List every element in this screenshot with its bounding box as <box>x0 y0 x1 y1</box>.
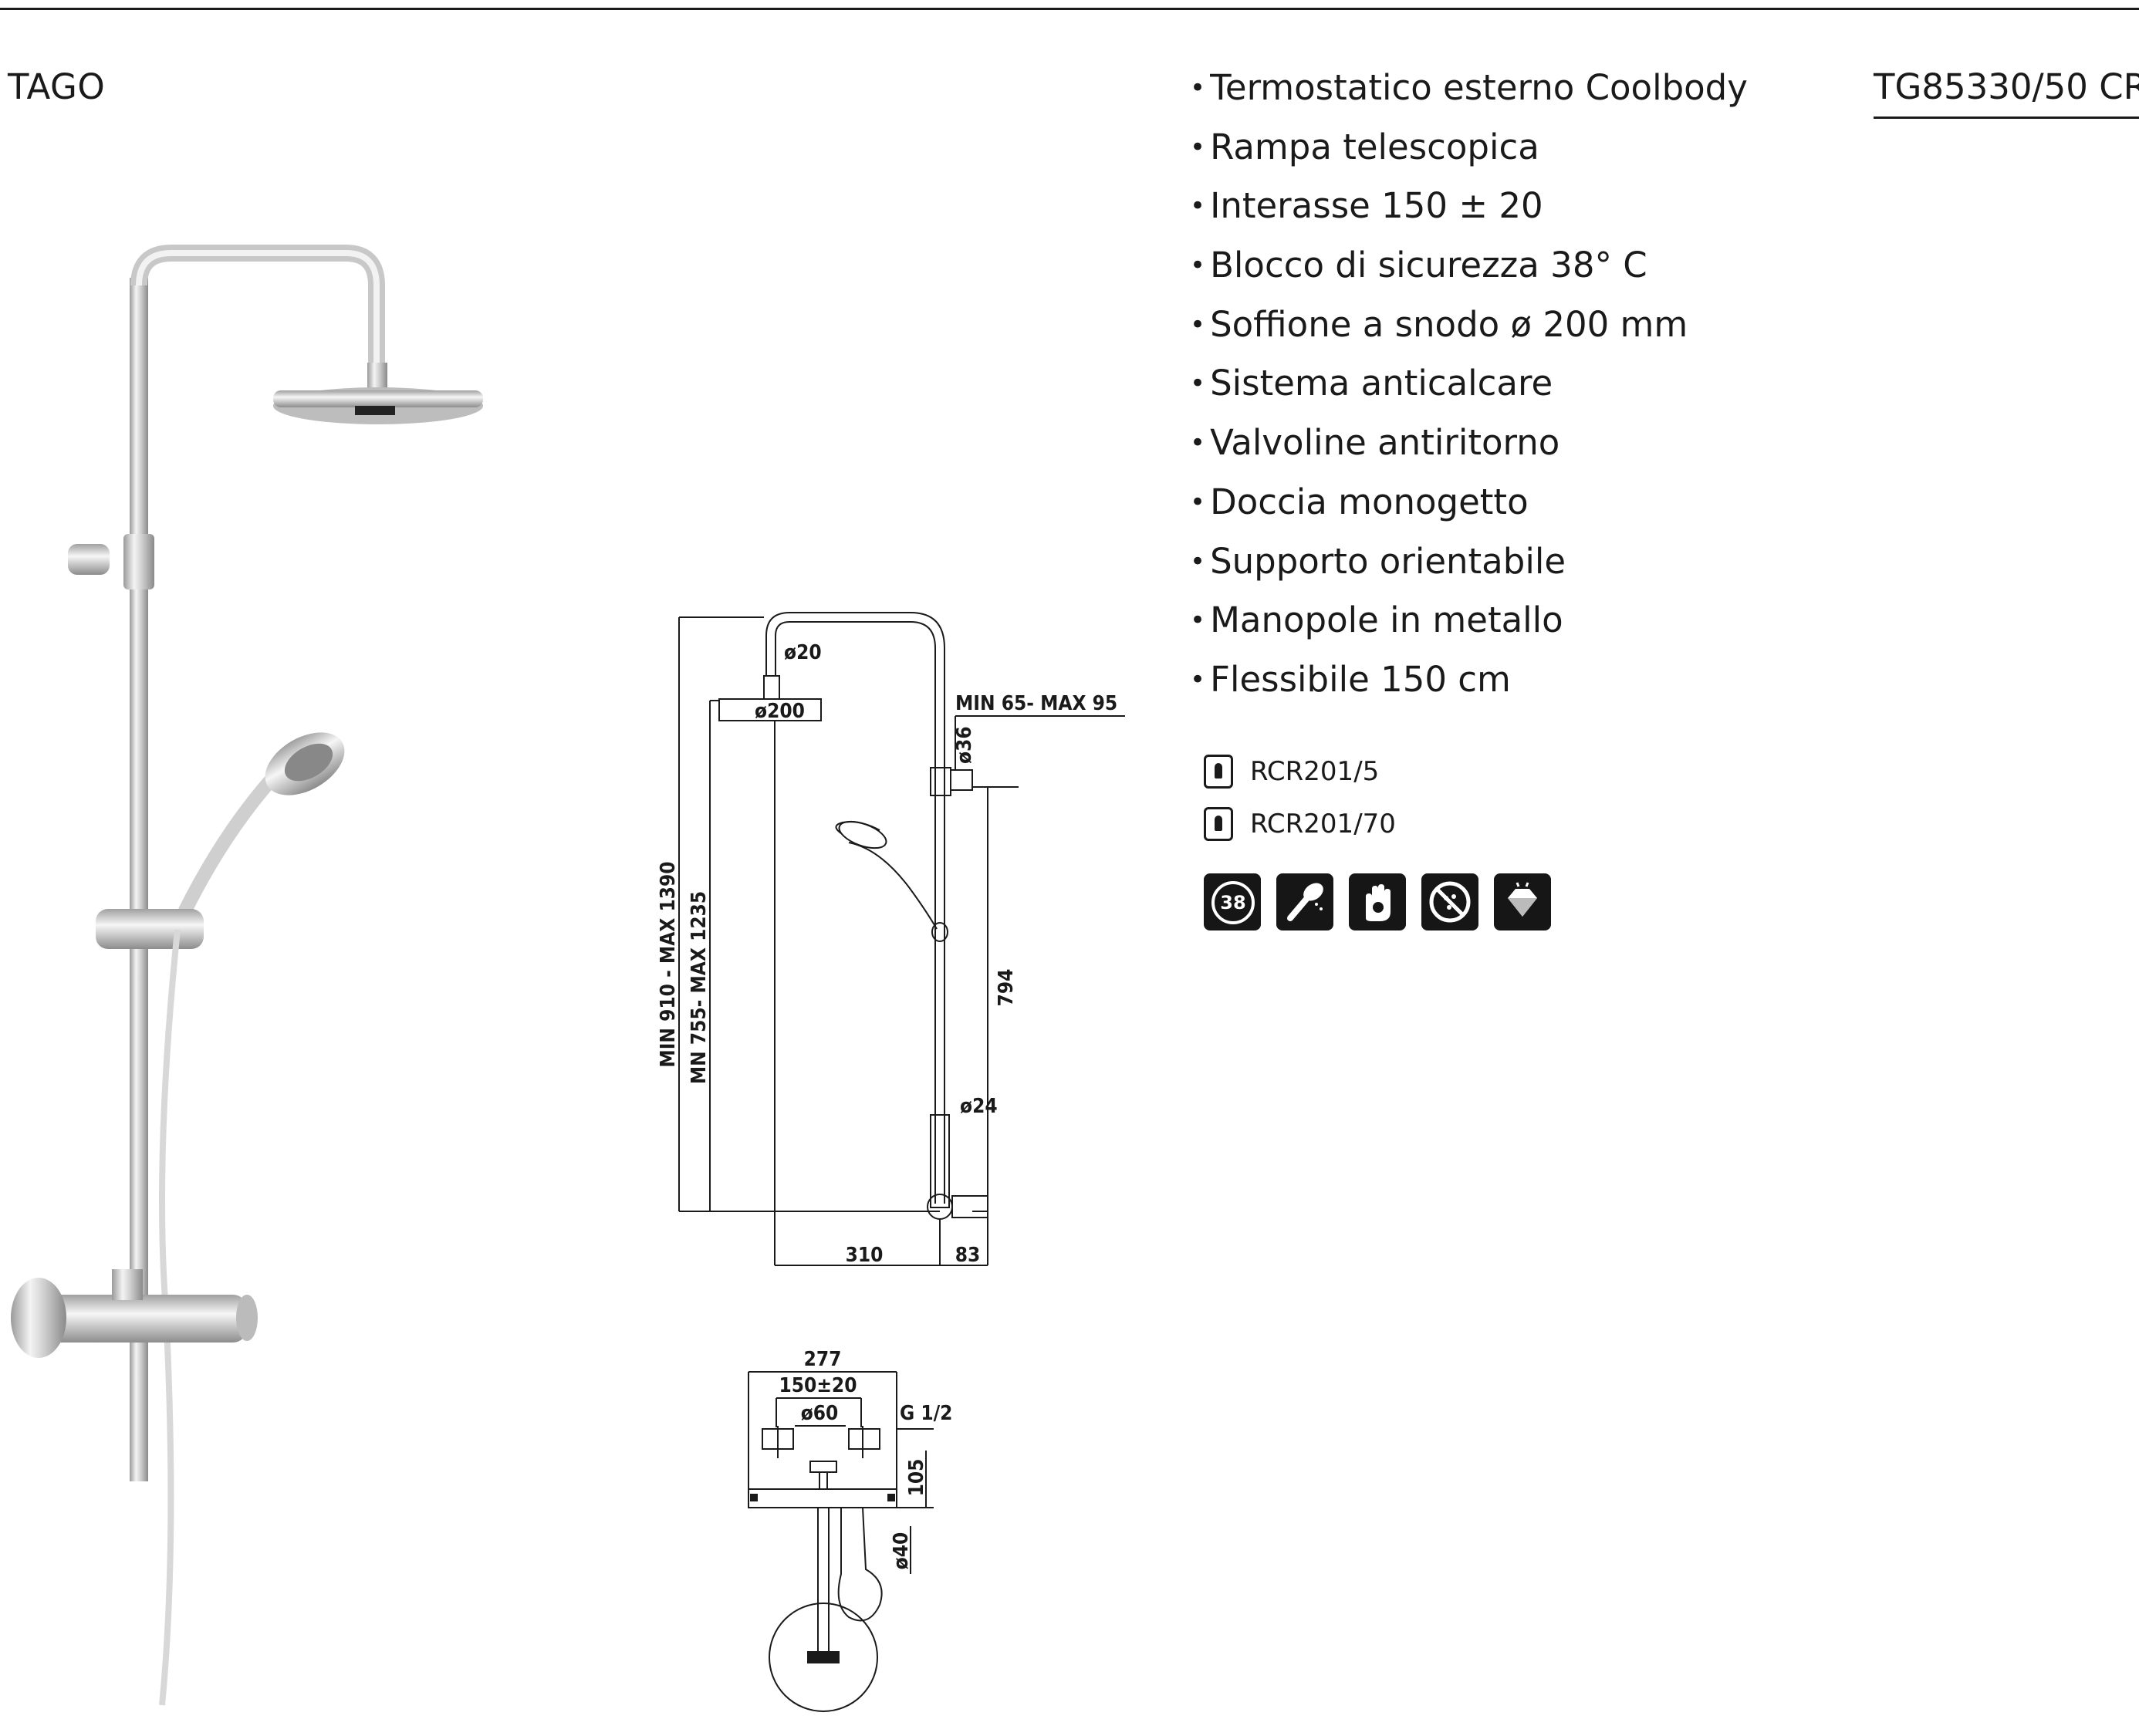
dim-knob: ø60 <box>801 1402 839 1425</box>
top-rule <box>0 8 2139 10</box>
cartridge-row: RCR201/5 <box>1204 755 1379 789</box>
series-name: TAGO <box>8 66 106 107</box>
cartridge-icon <box>1204 755 1233 789</box>
plan-view-drawing: 277 150±20 ø60 G 1/2 105 ø40 <box>748 1348 952 1712</box>
dim-head-pipe: ø20 <box>784 641 822 664</box>
feature-list: Termostatico esterno Coolbody Rampa tele… <box>1190 65 1748 716</box>
feature-item: Soffione a snodo ø 200 mm <box>1190 302 1748 361</box>
product-code: TG85330/50 CR <box>1874 66 2139 119</box>
dim-total-height: MIN 910 - MAX 1390 <box>657 861 680 1067</box>
dim-projection: 310 <box>846 1244 884 1267</box>
dim-depth-plan: 105 <box>905 1459 928 1497</box>
cool-touch-hand-icon <box>1349 873 1406 930</box>
cartridge-code: RCR201/5 <box>1250 756 1380 787</box>
feature-item: Valvoline antiritorno <box>1190 420 1748 479</box>
feature-item: Supporto orientabile <box>1190 539 1748 598</box>
side-elevation-drawing: ø20 ø200 MIN 65- MAX 95 ø36 MIN 910 - MA… <box>657 612 1125 1267</box>
feature-item: Termostatico esterno Coolbody <box>1190 65 1748 124</box>
chrome-finish-icon <box>1494 873 1551 930</box>
feature-item: Blocco di sicurezza 38° C <box>1190 242 1748 302</box>
feature-item: Interasse 150 ± 20 <box>1190 183 1748 242</box>
product-image <box>11 245 483 1706</box>
feature-item: Manopole in metallo <box>1190 597 1748 657</box>
feature-item: Flessibile 150 cm <box>1190 657 1748 716</box>
dim-outlet: ø40 <box>890 1532 913 1570</box>
dim-bar-length: 794 <box>995 969 1018 1007</box>
hand-shower-icon <box>1276 873 1333 930</box>
feature-item: Rampa telescopica <box>1190 124 1748 184</box>
dim-head-height: MN 755- MAX 1235 <box>688 891 711 1084</box>
cartridge-code: RCR201/70 <box>1250 809 1396 839</box>
dim-depth: 83 <box>955 1244 981 1267</box>
dim-thread: G 1/2 <box>900 1402 952 1425</box>
safety-38-label: 38 <box>1211 881 1255 924</box>
dim-head-diameter: ø200 <box>755 700 805 723</box>
cartridge-row: RCR201/70 <box>1204 807 1396 841</box>
dim-rod-bottom: ø24 <box>960 1095 998 1118</box>
dim-overall-width: 277 <box>804 1348 842 1371</box>
feature-item: Doccia monogetto <box>1190 479 1748 539</box>
feature-item: Sistema anticalcare <box>1190 360 1748 420</box>
dim-wall-offset: MIN 65- MAX 95 <box>955 692 1117 715</box>
anti-limescale-icon <box>1421 873 1478 930</box>
safety-38-icon: 38 <box>1204 873 1261 930</box>
dim-rod-top: ø36 <box>953 726 976 764</box>
feature-icons: 38 <box>1204 873 1551 930</box>
dim-centers: 150±20 <box>779 1374 857 1397</box>
cartridge-icon <box>1204 807 1233 841</box>
